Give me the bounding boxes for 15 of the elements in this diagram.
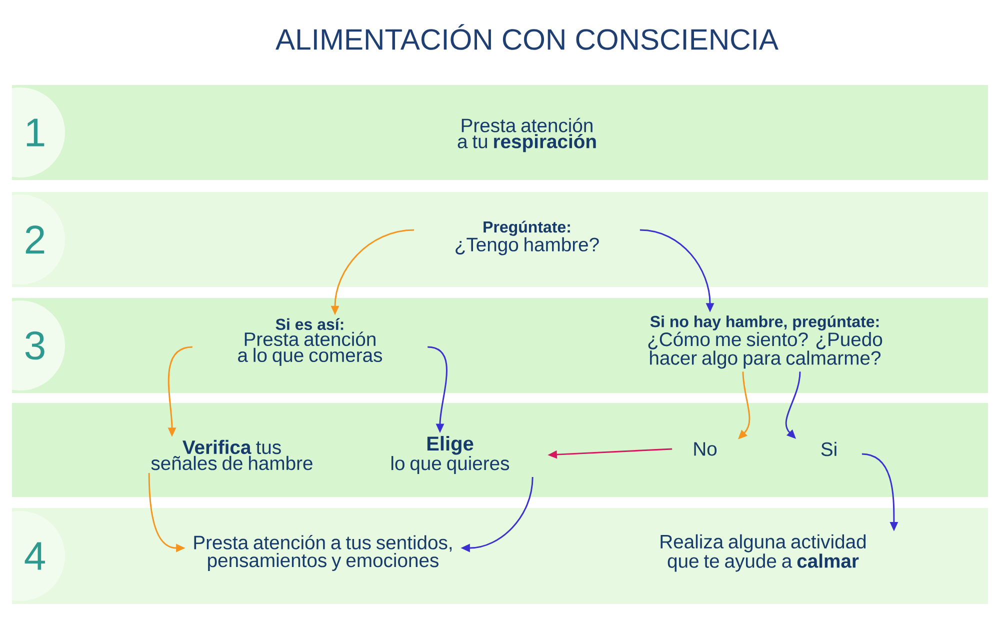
step-text: Presta atención a tu respiración: [458, 118, 596, 152]
step-number: 4: [12, 511, 65, 601]
step-text: Presta atención a tus sentidos, pensamientos y emociones: [194, 534, 452, 572]
step-text: Verifica tus señales de hambre: [151, 440, 312, 470]
step-text: Pregúntate: ¿Tengo hambre?: [456, 220, 599, 256]
step-number: 1: [12, 88, 65, 178]
step-text: Realiza alguna actividad que te ayude a calmar: [660, 534, 866, 572]
step-text: Si: [821, 442, 836, 456]
step-text: Elige lo que quieres: [392, 436, 510, 474]
step-number: 3: [12, 300, 65, 390]
title: ALIMENTACIÓN CON CONSCIENCIA: [276, 24, 778, 50]
step-number: 2: [12, 194, 65, 284]
step-text: Si es así: Presta atención a lo que comeras: [238, 318, 382, 366]
step-text: Si no hay hambre, pregúntate: ¿Cómo me siento? ¿Puedo hacer algo para calmarme?: [648, 315, 882, 369]
step-text: No: [694, 442, 717, 456]
